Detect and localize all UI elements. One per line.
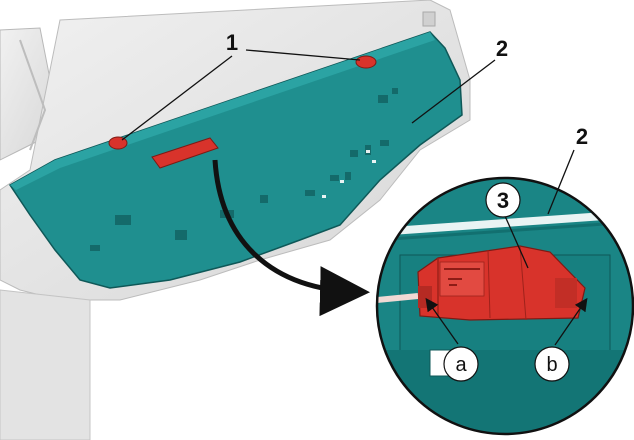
red-clip-top — [355, 55, 377, 69]
callout-b: b — [534, 346, 570, 382]
red-connector-on-panel — [151, 137, 219, 169]
callout-1: 1 — [226, 30, 238, 55]
red-connector-detail — [417, 245, 586, 321]
svg-text:2: 2 — [496, 36, 508, 61]
svg-text:a: a — [455, 354, 467, 376]
connector-tiny-print — [444, 268, 480, 286]
callout-2: 2 — [496, 36, 508, 61]
leader-lines — [121, 49, 496, 141]
callout-2-inset: 2 — [576, 124, 588, 149]
svg-text:b: b — [546, 354, 557, 376]
zoom-arrow — [212, 159, 370, 317]
svg-text:3: 3 — [497, 188, 509, 213]
svg-text:2: 2 — [576, 124, 588, 149]
teal-cover-panel — [8, 31, 463, 289]
detail-inset — [375, 176, 634, 436]
callout-a: a — [443, 346, 479, 382]
svg-text:1: 1 — [226, 30, 238, 55]
callout-3: 3 — [485, 182, 521, 218]
inset-leaders — [425, 149, 588, 346]
